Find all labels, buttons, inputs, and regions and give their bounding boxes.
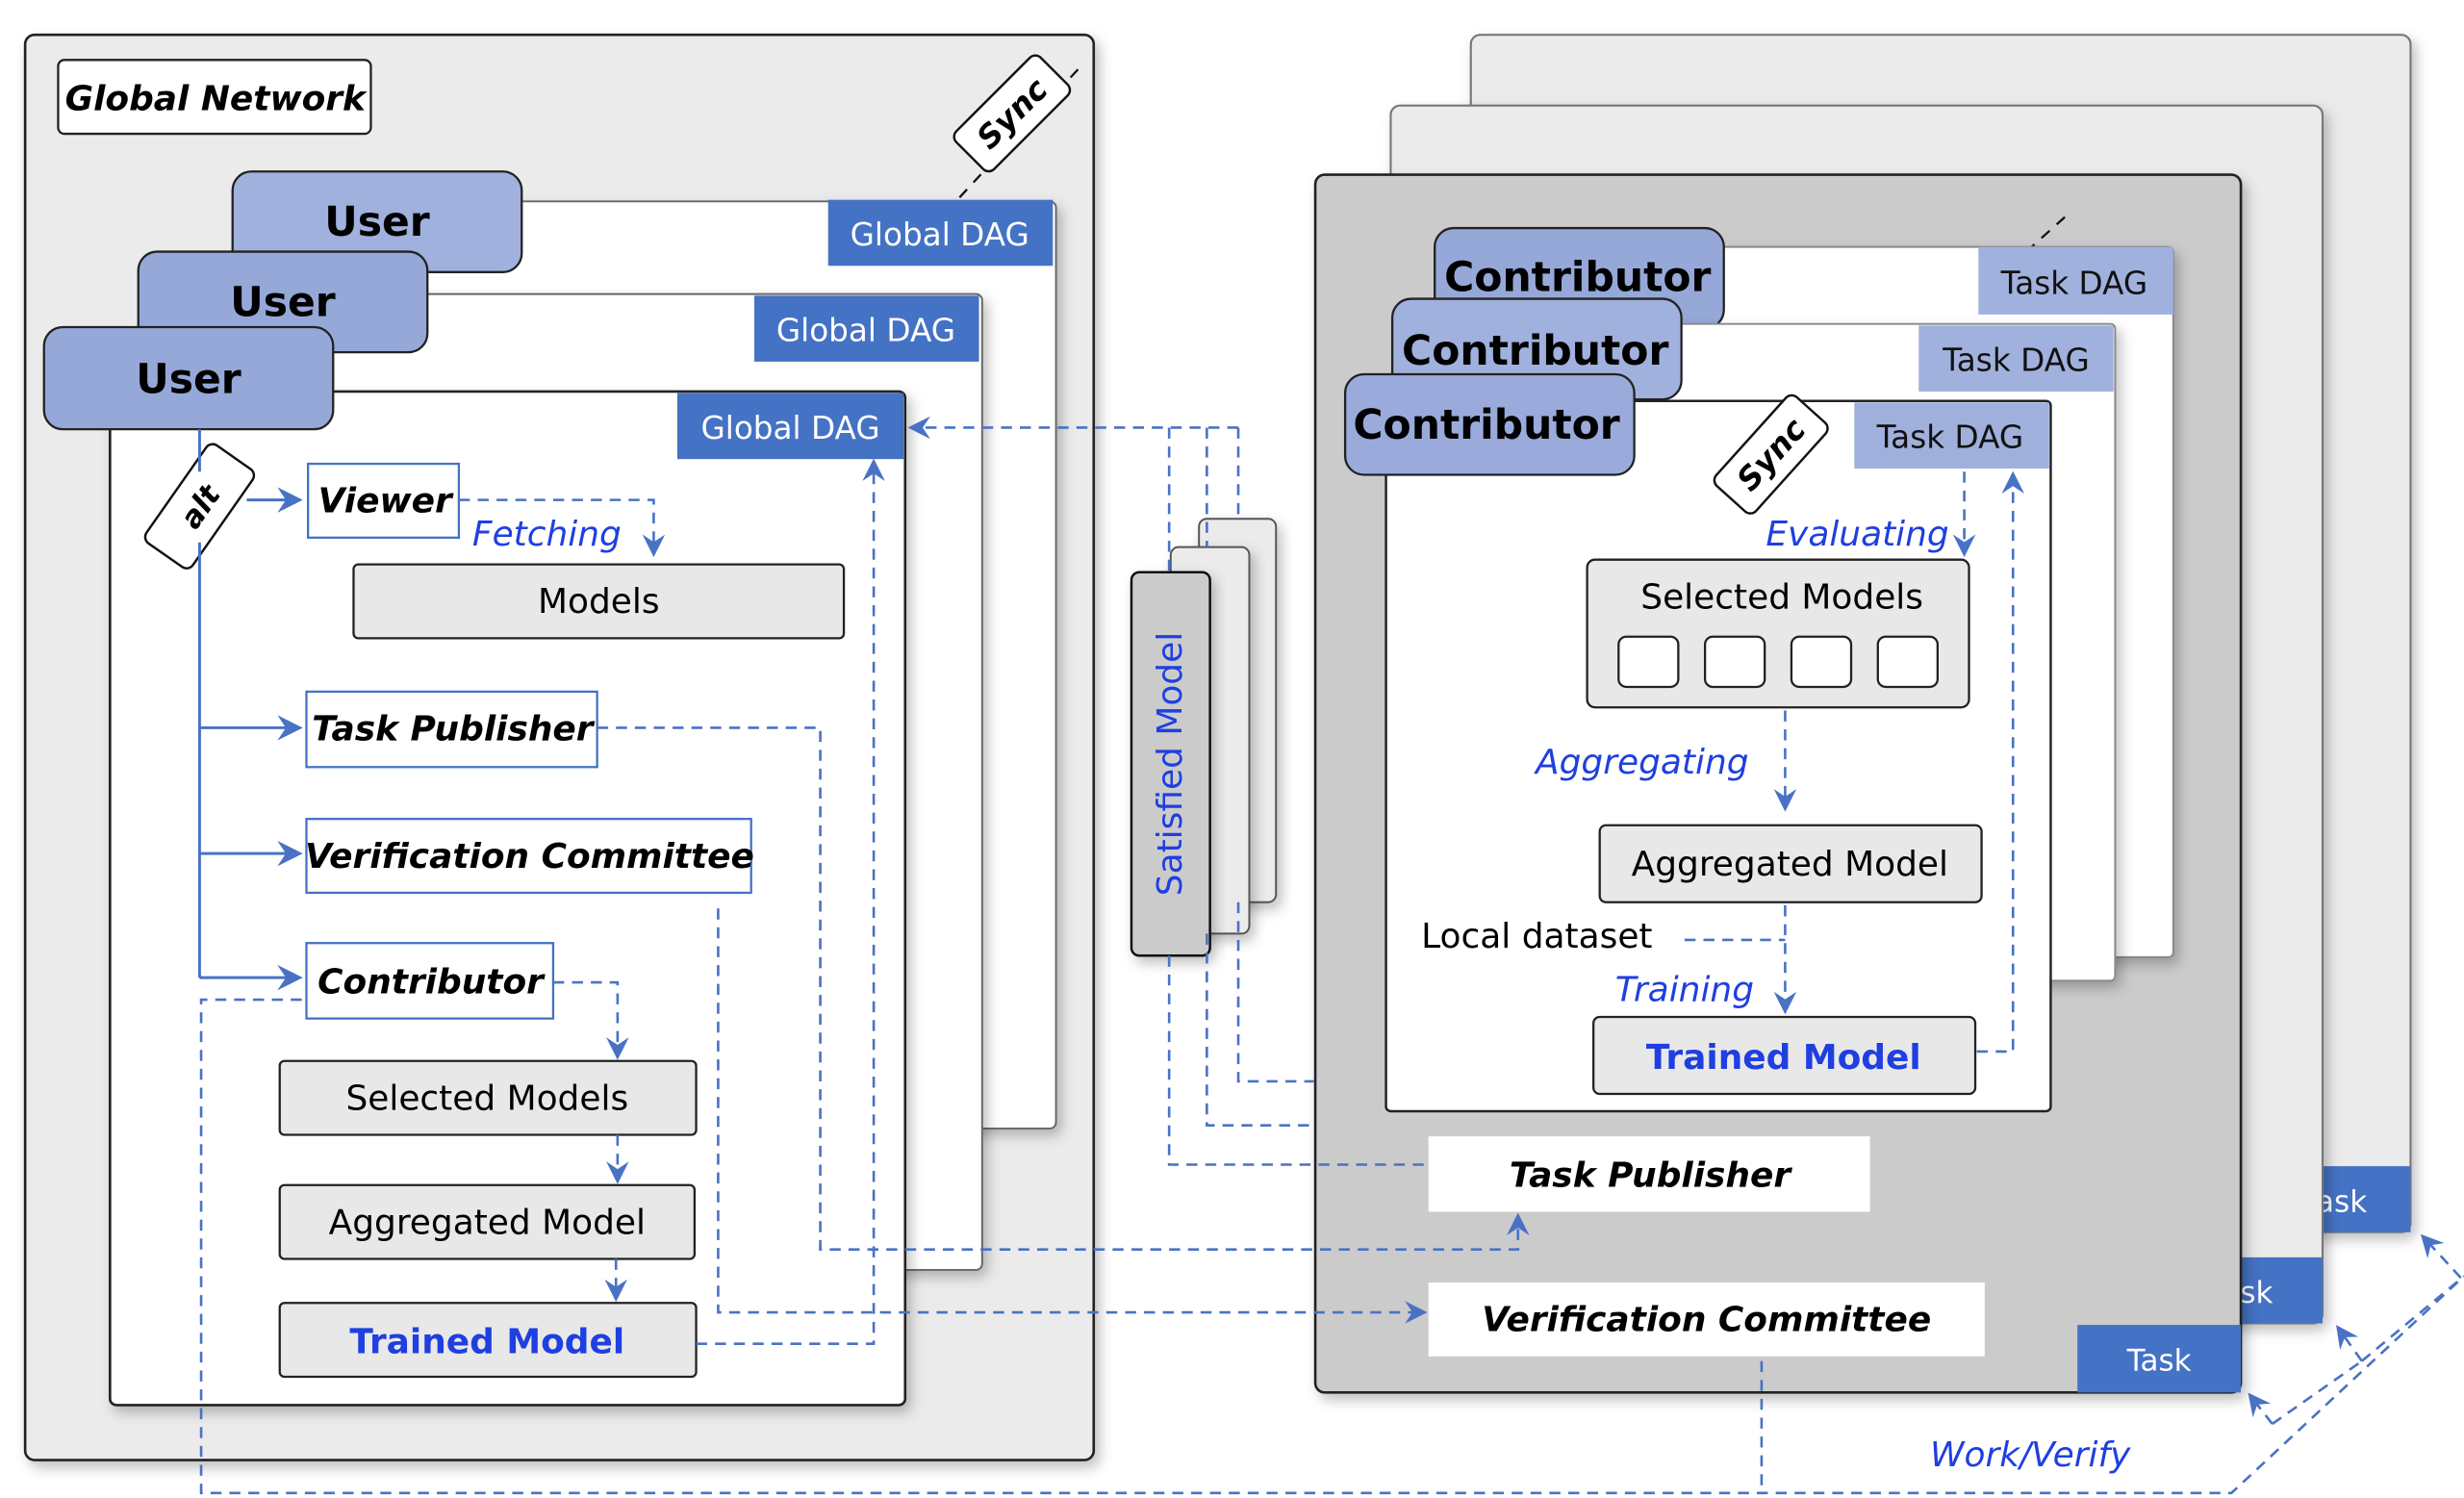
svg-text:Aggregated Model: Aggregated Model: [1632, 845, 1948, 884]
svg-text:Aggregated Model: Aggregated Model: [329, 1203, 646, 1242]
svg-text:Contributor: Contributor: [318, 962, 546, 1002]
model-slot: [1703, 635, 1766, 689]
alt-gateway: alt: [143, 443, 256, 570]
svg-text:Contributor: Contributor: [1353, 402, 1619, 449]
aggregated-model-box[interactable]: Aggregated Model: [278, 1183, 697, 1260]
task-network-stack: ask sk Task Task DAG Contributor Task DA: [1313, 34, 2412, 1394]
stack-connector-c: [1236, 427, 1314, 1083]
viewer-fetch-arrow: [458, 498, 666, 558]
work-verify-branch: [2271, 1275, 2464, 1426]
user-tab-front[interactable]: User: [42, 325, 335, 431]
svg-text:Satisfied Model: Satisfied Model: [1151, 632, 1190, 896]
contributor-tab-front[interactable]: Contributor: [1343, 372, 1636, 476]
trained-model-box[interactable]: Trained Model: [278, 1302, 698, 1379]
contributor-role[interactable]: Contributor: [305, 942, 555, 1020]
contributor-work-loop: [199, 998, 2464, 1495]
fetching-label: Fetching: [472, 515, 622, 554]
global-dag-tab-middle[interactable]: Global DAG: [753, 295, 979, 362]
svg-text:Task Publisher: Task Publisher: [1510, 1155, 1793, 1195]
svg-text:User: User: [324, 199, 430, 246]
models-box[interactable]: Models: [352, 563, 846, 640]
svg-text:Verification Committee: Verification Committee: [305, 837, 754, 876]
svg-text:Task DAG: Task DAG: [1876, 419, 2024, 456]
global-dag-tab-front[interactable]: Global DAG: [676, 393, 904, 460]
svg-text:sk: sk: [2240, 1276, 2273, 1310]
svg-text:ask: ask: [2316, 1185, 2367, 1220]
svg-text:Contributor: Contributor: [1444, 254, 1711, 301]
user-tab-back[interactable]: User: [231, 170, 523, 273]
svg-text:Global DAG: Global DAG: [700, 410, 879, 446]
global-network-panel: Global Network Global DAG User Global DA…: [23, 33, 1096, 1461]
svg-text:Viewer: Viewer: [318, 482, 454, 521]
work-verify-arrow-front: [2248, 1392, 2273, 1425]
publisher-to-task-publisher-arrow: [597, 726, 1530, 1252]
model-slot: [1790, 635, 1853, 689]
global-network-title-box: Global Network: [57, 59, 372, 136]
aggregating-label: Aggregating: [1534, 743, 1748, 782]
svg-text:Task Publisher: Task Publisher: [312, 710, 596, 749]
task-aggregated-model-box[interactable]: Aggregated Model: [1598, 824, 1983, 903]
satisfied-model-card[interactable]: Satisfied Model: [1130, 571, 1211, 957]
svg-text:Task DAG: Task DAG: [2000, 266, 2148, 302]
svg-text:Task: Task: [2126, 1343, 2192, 1378]
task-publisher-box[interactable]: Task Publisher: [1428, 1136, 1870, 1212]
model-slot: [1617, 635, 1680, 689]
svg-text:Global DAG: Global DAG: [776, 313, 955, 349]
svg-text:Trained Model: Trained Model: [349, 1323, 624, 1362]
task-dag-tab-back[interactable]: Task DAG: [1978, 246, 2173, 315]
task-trained-model-box[interactable]: Trained Model: [1592, 1015, 1977, 1096]
verification-to-committee-arrow: [717, 908, 1428, 1324]
global-dag-tab-back[interactable]: Global DAG: [827, 199, 1054, 267]
training-label: Training: [1615, 971, 1754, 1010]
global-network-title: Global Network: [65, 80, 368, 119]
trained-to-global-dag-arrow: [696, 458, 885, 1346]
svg-text:Contributor: Contributor: [1402, 328, 1668, 375]
work-verify-arrow-middle: [2336, 1325, 2363, 1362]
selected-models-box[interactable]: Selected Models: [278, 1059, 698, 1136]
task-sync-tag: Sync: [1713, 394, 1829, 515]
evaluating-label: Evaluating: [1765, 515, 1948, 554]
task-dag-tab-middle[interactable]: Task DAG: [1918, 325, 2114, 392]
work-verify-label: Work/Verify: [1930, 1435, 2131, 1475]
model-slots: [1617, 635, 1939, 689]
viewer-role[interactable]: Viewer: [306, 462, 461, 539]
svg-text:Verification Committee: Verification Committee: [1482, 1301, 1931, 1340]
verification-committee-role[interactable]: Verification Committee: [305, 818, 754, 895]
connectors: Work/Verify: [199, 416, 2464, 1495]
svg-text:User: User: [230, 280, 336, 327]
svg-text:Selected Models: Selected Models: [345, 1079, 628, 1118]
verification-committee-box[interactable]: Verification Committee: [1428, 1282, 1985, 1357]
contributor-to-selected-arrow: [552, 980, 629, 1060]
model-slot: [1876, 635, 1939, 689]
satisfied-model-stack: Satisfied Model: [1130, 518, 1278, 957]
stack-connector-a: [1167, 427, 1429, 1166]
task-dag-tab-front[interactable]: Task DAG: [1854, 402, 2049, 469]
task-tab-front[interactable]: Task: [2077, 1325, 2242, 1393]
user-card-front: [109, 390, 907, 1407]
selected-models-group[interactable]: Selected Models: [1586, 558, 1970, 709]
svg-text:Trained Model: Trained Model: [1646, 1038, 1921, 1078]
svg-text:User: User: [136, 357, 241, 404]
stack-connector-b: [1206, 427, 1314, 1127]
svg-text:Global DAG: Global DAG: [851, 216, 1029, 253]
local-dataset-label: Local dataset: [1421, 917, 1652, 956]
trained-to-task-dag-arrow: [1976, 470, 2025, 1054]
work-verify-arrow-back: [2420, 1233, 2462, 1279]
svg-text:Selected Models: Selected Models: [1640, 577, 1923, 617]
task-publisher-role[interactable]: Task Publisher: [305, 690, 598, 769]
svg-text:Task DAG: Task DAG: [1942, 343, 2090, 379]
svg-text:Models: Models: [538, 582, 660, 622]
